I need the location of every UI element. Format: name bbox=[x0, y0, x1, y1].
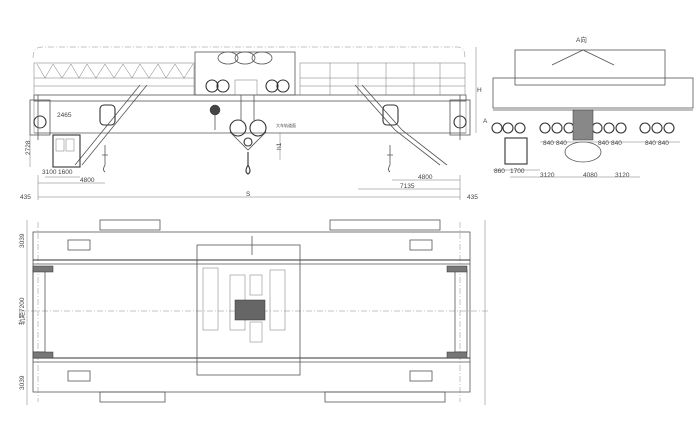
rail-level-note: 大车轨道面 bbox=[276, 122, 296, 128]
dim-840: 840 bbox=[645, 140, 656, 147]
plan-platform bbox=[99, 391, 166, 403]
end-carriage-left-plan bbox=[32, 265, 54, 359]
dim-end-left: 435 bbox=[20, 194, 31, 201]
aux-hook bbox=[209, 104, 221, 130]
view-label-a: A向 bbox=[576, 35, 587, 44]
girder-rail-top bbox=[33, 259, 470, 265]
side-view: A向 A 860 1700 3120 4080 3120 840 840 840… bbox=[483, 35, 694, 179]
right-end-carriage bbox=[449, 95, 471, 140]
clearance-outline bbox=[32, 46, 466, 59]
dim-hook-left: 4800 bbox=[80, 177, 95, 184]
plan-platform bbox=[329, 219, 441, 231]
girder-rail-bottom bbox=[33, 357, 470, 363]
dim-1700: 1700 bbox=[510, 168, 525, 175]
plan-trolley bbox=[196, 236, 301, 376]
dim-hook-right: 4800 bbox=[418, 174, 433, 181]
front-elevation: 435 435 S 4800 4800 7135 2465 3100 1600 … bbox=[20, 46, 482, 201]
left-end-carriage bbox=[29, 95, 51, 140]
end-carriage-right-plan bbox=[446, 265, 468, 359]
dim-3120-right: 3120 bbox=[615, 172, 630, 179]
side-cab bbox=[504, 137, 528, 165]
dim-cab-b: 1600 bbox=[58, 169, 73, 176]
main-girder-top bbox=[33, 94, 467, 102]
section-mark-a: A bbox=[483, 118, 488, 125]
dim-hook-right-total: 7135 bbox=[400, 183, 415, 190]
dim-plan-top: 3039 bbox=[19, 233, 26, 248]
dim-overall-height: H bbox=[477, 87, 482, 94]
dim-860: 860 bbox=[494, 168, 505, 175]
dim-end-right: 435 bbox=[467, 194, 478, 201]
plan-platform bbox=[99, 219, 161, 231]
trolley bbox=[194, 51, 296, 96]
left-travel-motor bbox=[99, 104, 116, 126]
dim-840: 840 bbox=[598, 140, 609, 147]
side-wheels bbox=[491, 122, 675, 134]
dim-840: 840 bbox=[556, 140, 567, 147]
side-hook-block bbox=[564, 141, 602, 163]
dim-840: 840 bbox=[611, 140, 622, 147]
right-walkway-railing bbox=[299, 62, 466, 96]
dim-cab-a: 3100 bbox=[42, 169, 57, 176]
plan-platform bbox=[324, 391, 446, 403]
hook-right-marker bbox=[387, 145, 393, 173]
dim-840: 840 bbox=[543, 140, 554, 147]
dim-span: S bbox=[246, 191, 251, 198]
dim-plan-gauge: 轨距7200 bbox=[17, 297, 26, 325]
left-walkway-railing bbox=[33, 62, 195, 96]
dim-cab-height: 2728 bbox=[25, 140, 32, 155]
plan-view: 3039 轨距7200 3039 bbox=[17, 219, 490, 405]
operator-cab bbox=[52, 134, 81, 168]
right-stair bbox=[354, 84, 448, 166]
dim-plan-bottom: 3039 bbox=[19, 375, 26, 390]
main-hook-block bbox=[229, 95, 267, 175]
hook-left-marker bbox=[102, 145, 108, 173]
right-travel-motor bbox=[382, 104, 399, 126]
rope-drum-section bbox=[572, 109, 594, 141]
dim-cab-offset: 2465 bbox=[57, 112, 72, 119]
dim-840: 840 bbox=[658, 140, 669, 147]
dim-lift-height: h1 bbox=[276, 142, 283, 150]
dim-3120-left: 3120 bbox=[540, 172, 555, 179]
dim-4080: 4080 bbox=[583, 172, 598, 179]
